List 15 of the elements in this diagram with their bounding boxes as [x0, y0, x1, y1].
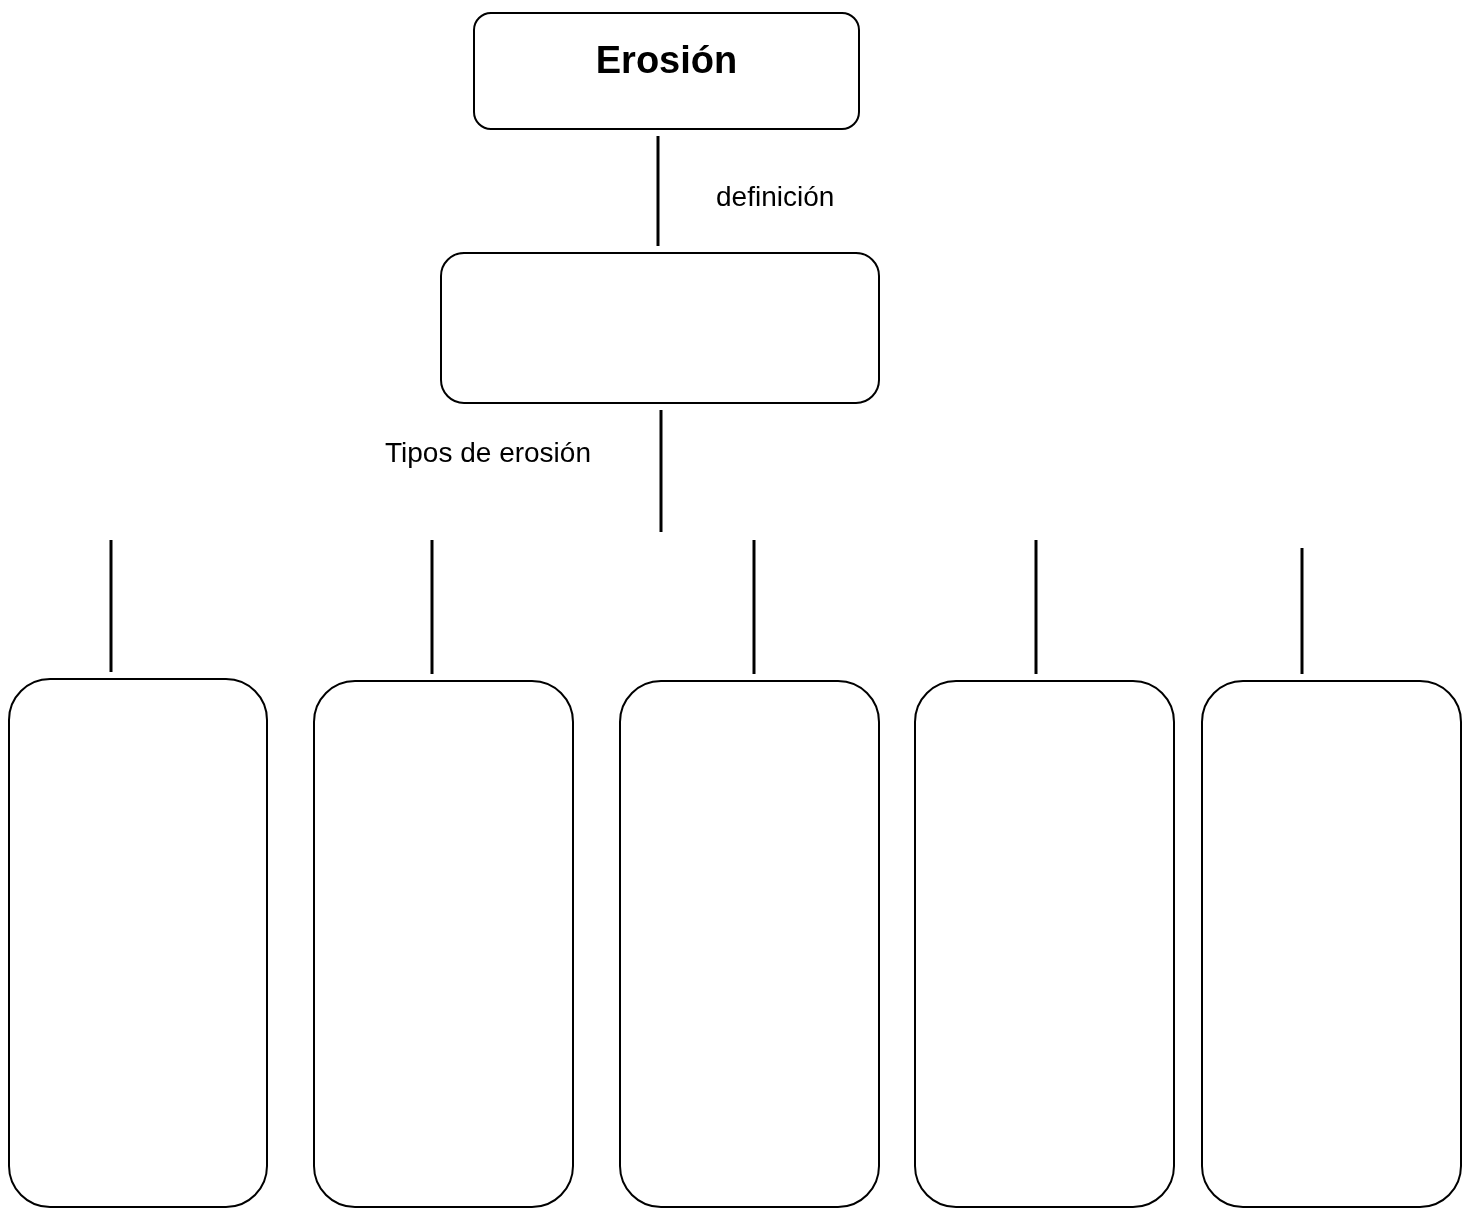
connector-line: [1300, 548, 1304, 674]
connector-line: [1034, 540, 1038, 674]
connector-line: [656, 136, 660, 246]
empty-box: [313, 680, 574, 1208]
title-box: [473, 12, 860, 130]
empty-box: [440, 252, 880, 404]
empty-box: [1201, 680, 1462, 1208]
connector-line: [659, 410, 663, 532]
connector-line: [430, 540, 434, 674]
empty-box: [619, 680, 880, 1208]
empty-box: [8, 678, 268, 1208]
connector-line: [109, 540, 113, 672]
connector-line: [752, 540, 756, 674]
box-title: Erosión: [595, 37, 738, 83]
empty-box: [914, 680, 1175, 1208]
